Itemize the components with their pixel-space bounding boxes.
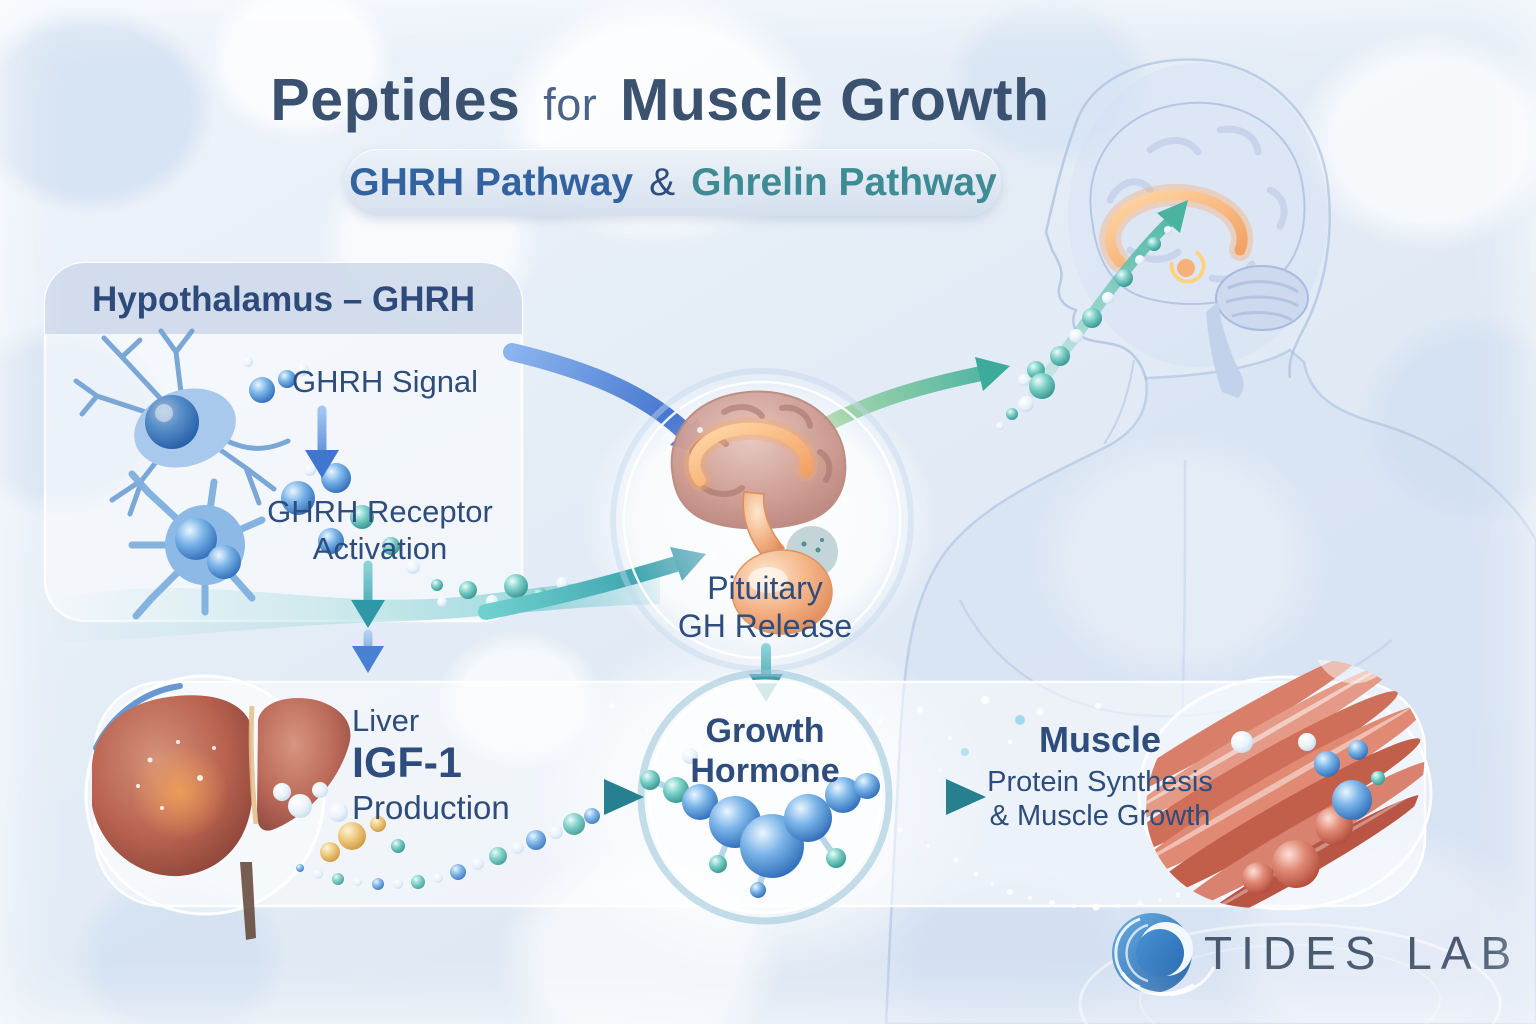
tides-lab-logo-spacer <box>1104 910 1190 996</box>
to-liver-down-arrow-icon <box>352 629 384 673</box>
muscle-line1: Protein Synthesis <box>987 766 1213 798</box>
ghrh-receptor-line2: Activation <box>312 531 448 566</box>
astrocyte-icon <box>128 463 443 620</box>
igf1-to-gh-arrow-icon <box>529 779 644 815</box>
gh-to-muscle-arrow-icon <box>879 779 986 815</box>
page-title: Peptides for Muscle Growth <box>0 66 1320 134</box>
logo-backdrop-ring <box>1078 922 1502 1024</box>
pituitary-label: Pituitary GH Release <box>630 569 900 645</box>
ampersand: & <box>649 160 676 204</box>
title-word-for: for <box>543 79 598 130</box>
liver-line1: Liver <box>352 703 420 738</box>
sparkle-trail <box>897 827 1181 911</box>
title-word-muscle-growth: Muscle Growth <box>620 67 1050 133</box>
hypothalamus-panel-header: Hypothalamus – GHRH <box>91 280 476 319</box>
tides-lab-logo-text: TIDES LAB <box>1204 927 1521 979</box>
ghrelin-pathway-label: Ghrelin Pathway <box>691 160 997 204</box>
muscle-line2: & Muscle Growth <box>989 800 1211 832</box>
ghrh-receptor-line1: GHRH Receptor <box>267 494 493 529</box>
muscle-icon <box>1102 610 1434 958</box>
liver-icon <box>84 674 405 940</box>
pituitary-gland-icon <box>610 368 914 672</box>
growth-hormone-line2: Hormone <box>690 752 840 790</box>
title-word-peptides: Peptides <box>270 67 521 133</box>
ghrh-signal-down-arrow-icon <box>305 405 339 478</box>
muscle-label: Muscle Protein Synthesis & Muscle Growth <box>950 719 1250 833</box>
receptor-activation-down-arrow-icon <box>351 560 385 628</box>
tides-lab-logo: TIDES LAB <box>1104 910 1520 996</box>
ghrh-pathway-label: GHRH Pathway <box>349 160 634 204</box>
molecule-cluster-icon <box>273 782 405 862</box>
igf1-bead-trail <box>296 808 600 890</box>
ghrh-receptor-label: GHRH Receptor Activation <box>240 493 520 567</box>
pituitary-line1: Pituitary <box>707 570 823 606</box>
pituitary-line2: GH Release <box>677 608 853 644</box>
liver-production: Production <box>352 789 510 826</box>
muscle-heading: Muscle <box>1038 719 1162 760</box>
ghrh-signal-label: GHRH Signal <box>292 364 479 399</box>
pathway-subtitle-pill: GHRH Pathway & Ghrelin Pathway <box>345 149 1001 216</box>
feedback-to-brain-arrow-icon <box>996 200 1188 430</box>
liver-label: Liver IGF-1 Production <box>352 704 510 828</box>
liver-igf1: IGF-1 <box>352 739 462 787</box>
tides-lab-wave-icon <box>1112 913 1216 997</box>
growth-hormone-line1: Growth <box>705 712 825 750</box>
growth-hormone-label: Growth Hormone <box>630 711 900 791</box>
